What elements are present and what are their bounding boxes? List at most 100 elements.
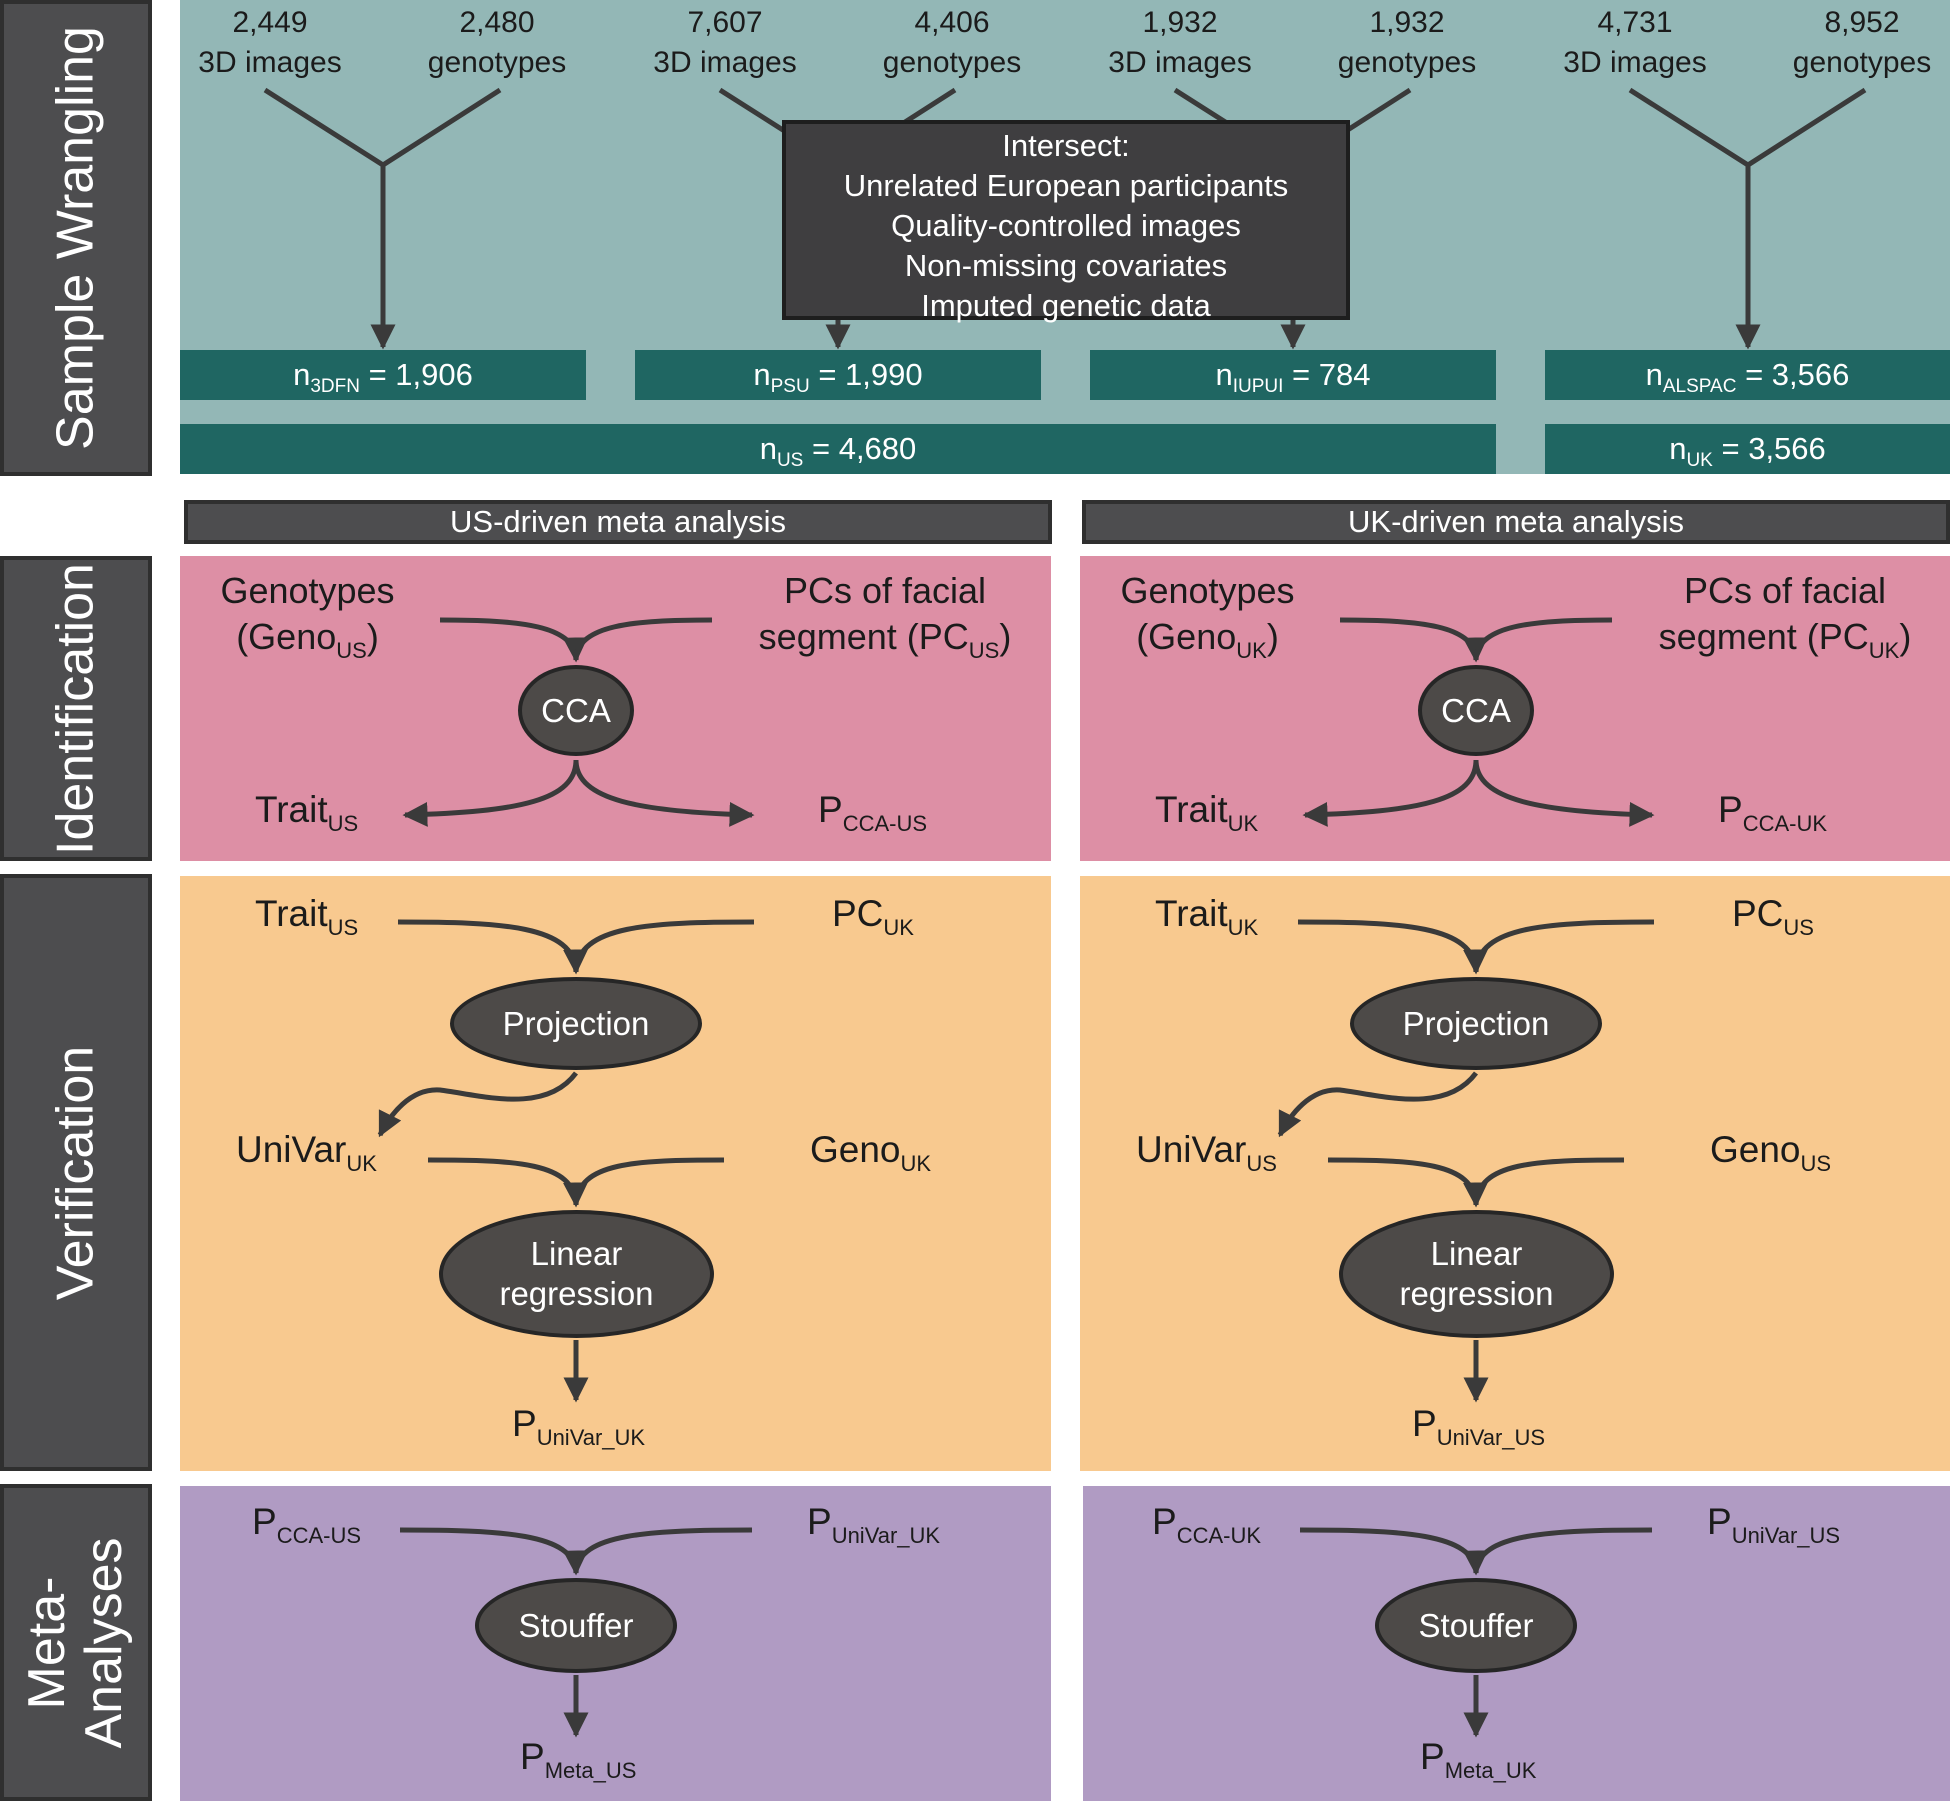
uk-meta-pcca-label: PCCA-UK	[1152, 1501, 1262, 1548]
uk-stouffer-node: Stouffer	[1375, 1578, 1577, 1673]
us-pmeta-label: PMeta_US	[520, 1736, 637, 1783]
intersect-line-1: Unrelated European participants	[843, 168, 1289, 203]
us-meta-punivar-label: PUniVar_UK	[807, 1501, 941, 1548]
us-id-split-right	[573, 759, 755, 827]
section-label-sample-wrangling: Sample Wrangling	[0, 0, 152, 476]
uk-pcca-label: PCCA-UK	[1718, 789, 1828, 836]
intersect-box: Intersect: Unrelated European participan…	[782, 120, 1350, 323]
uk-pcs-label: PCs of facial segment (PCUK)	[1658, 570, 1912, 663]
uk-univar-label: UniVarUS	[1136, 1129, 1277, 1176]
source-3dfn-images: 2,449 3D images	[180, 3, 360, 83]
total-bar-uk: nUK = 3,566	[1545, 424, 1950, 474]
us-ver-merge-right	[573, 919, 755, 973]
uk-trait-label: TraitUK	[1155, 789, 1259, 836]
source-alspac-images: 4,731 3D images	[1545, 3, 1725, 83]
uk-projection-node: Projection	[1350, 977, 1602, 1070]
cohort-bar-3dfn: n3DFN = 1,906	[180, 350, 586, 400]
merge-lines-alspac	[1628, 87, 1867, 168]
us-trait-label: TraitUS	[255, 789, 359, 836]
us-pcca-label: PCCA-US	[818, 789, 928, 836]
cohort-bar-iupui: nIUPUI = 784	[1090, 350, 1496, 400]
genotypes-count: 8,952	[1824, 6, 1900, 39]
uk-ver-trait-label: TraitUK	[1155, 893, 1259, 940]
us-projection-node: Projection	[450, 977, 702, 1070]
us-pcs-label: PCs of facial segment (PCUS)	[758, 570, 1012, 663]
genotypes-count: 1,932	[1369, 6, 1445, 39]
source-psu-genotypes: 4,406 genotypes	[862, 3, 1042, 83]
intersect-line-2: Quality-controlled images	[891, 208, 1241, 243]
us-ver-merge2-left	[427, 1157, 588, 1208]
us-meta-pcca-label: PCCA-US	[252, 1501, 362, 1548]
images-count: 4,731	[1597, 6, 1673, 39]
us-meta-merge-right	[573, 1527, 753, 1574]
source-alspac-genotypes: 8,952 genotypes	[1772, 3, 1950, 83]
images-count: 1,932	[1142, 6, 1218, 39]
images-count: 2,449	[232, 6, 308, 39]
verification-panel-uk	[1080, 876, 1950, 1471]
genotypes-label: genotypes	[427, 46, 567, 79]
images-count: 7,607	[687, 6, 763, 39]
images-label: 3D images	[653, 46, 797, 79]
us-cca-node: CCA	[518, 665, 634, 756]
section-label-meta-analyses: Meta- Analyses	[0, 1484, 152, 1801]
uk-linear-regression-node: Linear regression	[1339, 1210, 1614, 1338]
uk-ver-merge-right	[1473, 919, 1655, 973]
uk-punivar-label: PUniVar_US	[1412, 1403, 1546, 1450]
us-linear-regression-node: Linear regression	[439, 1210, 714, 1338]
images-label: 3D images	[1108, 46, 1252, 79]
uk-meta-analysis-header: UK-driven meta analysis	[1082, 500, 1950, 544]
uk-geno-label: GenoUS	[1710, 1129, 1832, 1176]
us-meta-analysis-header: US-driven meta analysis	[184, 500, 1052, 544]
uk-ver-merge2-left	[1327, 1157, 1488, 1208]
merge-lines-3dfn	[263, 87, 502, 168]
uk-meta-punivar-label: PUniVar_US	[1707, 1501, 1841, 1548]
uk-ver-merge2-right	[1473, 1157, 1625, 1206]
verification-panel-us	[180, 876, 1051, 1471]
intersect-title: Intersect:	[1002, 128, 1130, 163]
total-bar-us: nUS = 4,680	[180, 424, 1496, 474]
us-id-merge-left	[439, 617, 588, 663]
uk-ver-merge-left	[1297, 919, 1488, 975]
us-geno-label: GenoUK	[810, 1129, 932, 1176]
uk-cca-node: CCA	[1418, 665, 1534, 756]
uk-id-split-left	[1302, 759, 1479, 827]
us-punivar-label: PUniVar_UK	[512, 1403, 646, 1450]
uk-ver-pc-label: PCUS	[1732, 893, 1814, 940]
us-stouffer-node: Stouffer	[475, 1578, 677, 1673]
genotypes-label: genotypes	[1337, 46, 1477, 79]
us-univar-label: UniVarUK	[236, 1129, 377, 1176]
section-label-identification: Identification	[0, 556, 152, 861]
uk-id-merge-right	[1473, 617, 1613, 661]
genotypes-count: 2,480	[459, 6, 535, 39]
uk-pmeta-label: PMeta_UK	[1420, 1736, 1537, 1783]
us-ver-trait-label: TraitUS	[255, 893, 359, 940]
genotypes-label: genotypes	[1792, 46, 1932, 79]
us-genotypes-label: Genotypes (GenoUS)	[220, 570, 395, 663]
intersect-line-4: Imputed genetic data	[921, 288, 1211, 323]
uk-ver-projection-out	[1277, 1071, 1479, 1138]
uk-id-split-right	[1473, 759, 1655, 827]
cohort-bar-alspac: nALSPAC = 3,566	[1545, 350, 1950, 400]
uk-meta-merge-left	[1299, 1527, 1488, 1576]
uk-meta-merge-right	[1473, 1527, 1653, 1574]
us-id-split-left	[402, 759, 579, 827]
us-ver-pc-label: PCUK	[832, 893, 914, 940]
source-iupui-genotypes: 1,932 genotypes	[1317, 3, 1497, 83]
us-ver-merge-left	[397, 919, 588, 975]
genotypes-label: genotypes	[882, 46, 1022, 79]
source-3dfn-genotypes: 2,480 genotypes	[407, 3, 587, 83]
genotypes-count: 4,406	[914, 6, 990, 39]
source-iupui-images: 1,932 3D images	[1090, 3, 1270, 83]
uk-genotypes-label: Genotypes (GenoUK)	[1120, 570, 1295, 663]
source-psu-images: 7,607 3D images	[635, 3, 815, 83]
us-id-merge-right	[573, 617, 713, 661]
intersect-line-3: Non-missing covariates	[904, 248, 1228, 283]
images-label: 3D images	[1563, 46, 1707, 79]
us-ver-merge2-right	[573, 1157, 725, 1206]
section-label-verification: Verification	[0, 874, 152, 1471]
images-label: 3D images	[198, 46, 342, 79]
us-meta-merge-left	[399, 1527, 588, 1576]
us-ver-projection-out	[377, 1071, 579, 1138]
cohort-bar-psu: nPSU = 1,990	[635, 350, 1041, 400]
uk-id-merge-left	[1339, 617, 1488, 663]
